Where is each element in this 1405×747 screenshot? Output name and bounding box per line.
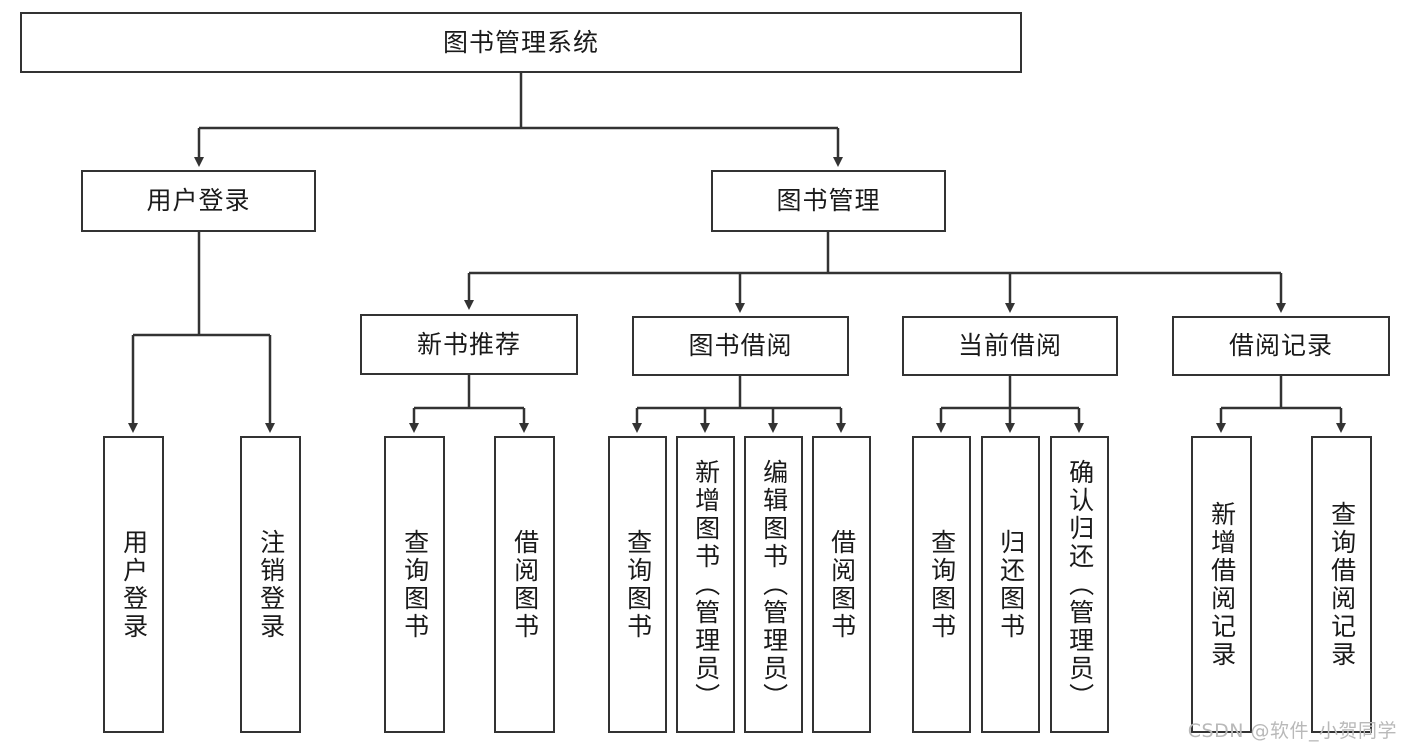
node-new-book-rec[interactable]: 新书推荐 xyxy=(360,314,578,375)
node-leaf-query-record-label: 查询借阅记录 xyxy=(1327,500,1357,669)
node-leaf-return-book-label: 归还图书 xyxy=(996,528,1026,641)
node-root[interactable]: 图书管理系统 xyxy=(20,12,1022,73)
node-user-login[interactable]: 用户登录 xyxy=(81,170,316,232)
node-leaf-query-book-1[interactable]: 查询图书 xyxy=(384,436,445,733)
node-leaf-query-book-2-label: 查询图书 xyxy=(623,528,653,641)
node-leaf-user-logout[interactable]: 注销登录 xyxy=(240,436,301,733)
node-new-book-rec-label: 新书推荐 xyxy=(416,329,521,359)
node-borrow-record-label: 借阅记录 xyxy=(1228,331,1333,361)
node-borrow-record[interactable]: 借阅记录 xyxy=(1172,316,1390,376)
node-user-login-label: 用户登录 xyxy=(146,186,251,216)
node-leaf-borrow-book-2-label: 借阅图书 xyxy=(827,528,857,641)
node-leaf-confirm-return[interactable]: 确认归还（管理员） xyxy=(1050,436,1109,733)
node-leaf-query-record[interactable]: 查询借阅记录 xyxy=(1311,436,1372,733)
node-leaf-return-book[interactable]: 归还图书 xyxy=(981,436,1040,733)
node-leaf-confirm-return-label: 确认归还（管理员） xyxy=(1065,458,1095,711)
node-leaf-add-book-label: 新增图书（管理员） xyxy=(691,458,721,711)
node-current-borrow-label: 当前借阅 xyxy=(957,331,1062,361)
node-current-borrow[interactable]: 当前借阅 xyxy=(902,316,1118,376)
node-leaf-edit-book[interactable]: 编辑图书（管理员） xyxy=(744,436,803,733)
node-leaf-add-record[interactable]: 新增借阅记录 xyxy=(1191,436,1252,733)
node-leaf-user-logout-label: 注销登录 xyxy=(256,528,286,641)
node-leaf-borrow-book-1-label: 借阅图书 xyxy=(510,528,540,641)
node-leaf-query-book-3-label: 查询图书 xyxy=(927,528,957,641)
node-root-label: 图书管理系统 xyxy=(442,27,599,57)
node-leaf-query-book-2[interactable]: 查询图书 xyxy=(608,436,667,733)
node-leaf-query-book-1-label: 查询图书 xyxy=(400,528,430,641)
node-leaf-edit-book-label: 编辑图书（管理员） xyxy=(759,458,789,711)
node-book-borrow-label: 图书借阅 xyxy=(688,331,793,361)
node-leaf-user-login[interactable]: 用户登录 xyxy=(103,436,164,733)
node-book-manage-label: 图书管理 xyxy=(776,186,881,216)
node-leaf-user-login-label: 用户登录 xyxy=(119,528,149,641)
node-leaf-borrow-book-2[interactable]: 借阅图书 xyxy=(812,436,871,733)
node-book-manage[interactable]: 图书管理 xyxy=(711,170,946,232)
node-book-borrow[interactable]: 图书借阅 xyxy=(632,316,849,376)
node-leaf-borrow-book-1[interactable]: 借阅图书 xyxy=(494,436,555,733)
node-leaf-query-book-3[interactable]: 查询图书 xyxy=(912,436,971,733)
node-leaf-add-record-label: 新增借阅记录 xyxy=(1207,500,1237,669)
csdn-watermark: CSDN @软件_小贺同学 xyxy=(1187,720,1397,742)
node-leaf-add-book[interactable]: 新增图书（管理员） xyxy=(676,436,735,733)
